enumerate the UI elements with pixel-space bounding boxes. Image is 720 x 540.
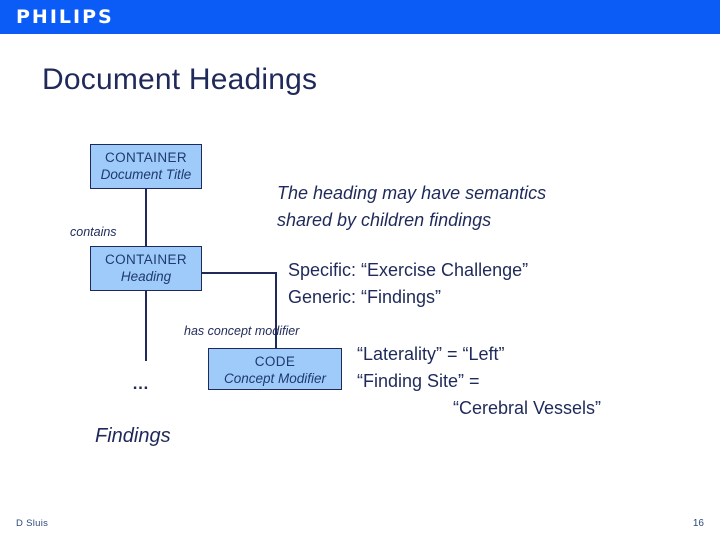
annotation-semantics: The heading may have semantics shared by…: [277, 180, 546, 234]
annotation-specificity: Specific: “Exercise Challenge” Generic: …: [288, 257, 528, 311]
annotation-generic-example: Generic: “Findings”: [288, 287, 442, 307]
ellipsis-marker: …: [132, 374, 150, 393]
annotation-attributes: “Laterality” = “Left” “Finding Site” = “…: [357, 341, 601, 422]
node-container-document-title[interactable]: CONTAINER Document Title: [90, 144, 202, 189]
annotation-specific-example: Specific: “Exercise Challenge”: [288, 260, 529, 280]
page-title: Document Headings: [42, 63, 318, 96]
footer-page-number: 16: [692, 518, 704, 529]
node-container-heading[interactable]: CONTAINER Heading: [90, 246, 202, 291]
edge-heading-to-modifier-vertical: [275, 272, 277, 348]
philips-logo: PHILIPS: [16, 6, 114, 28]
annotation-finding-site-value: “Cerebral Vessels”: [453, 398, 602, 418]
edge-label-has-concept-modifier: has concept modifier: [184, 324, 300, 338]
brand-header-bar: PHILIPS: [0, 0, 720, 34]
edge-heading-to-modifier-horizontal: [202, 272, 276, 274]
edge-label-contains: contains: [70, 225, 117, 239]
node-code-concept-modifier[interactable]: CODE Concept Modifier: [208, 348, 342, 390]
node-name-label: Concept Modifier: [223, 371, 327, 386]
annotation-finding-site: “Finding Site” =: [357, 371, 480, 391]
node-name-label: Heading: [120, 269, 172, 284]
node-type-label: CONTAINER: [104, 150, 188, 165]
node-type-label: CONTAINER: [104, 252, 188, 267]
edge-document-title-to-heading: [145, 189, 147, 246]
annotation-semantics-line-1: The heading may have semantics: [277, 183, 547, 203]
edge-heading-to-children: [145, 291, 147, 361]
findings-label: Findings: [95, 425, 171, 447]
footer-author: D Sluis: [16, 518, 49, 529]
annotation-laterality: “Laterality” = “Left”: [357, 344, 505, 364]
node-type-label: CODE: [254, 354, 296, 369]
annotation-semantics-line-2: shared by children findings: [277, 210, 492, 230]
node-name-label: Document Title: [100, 167, 192, 182]
